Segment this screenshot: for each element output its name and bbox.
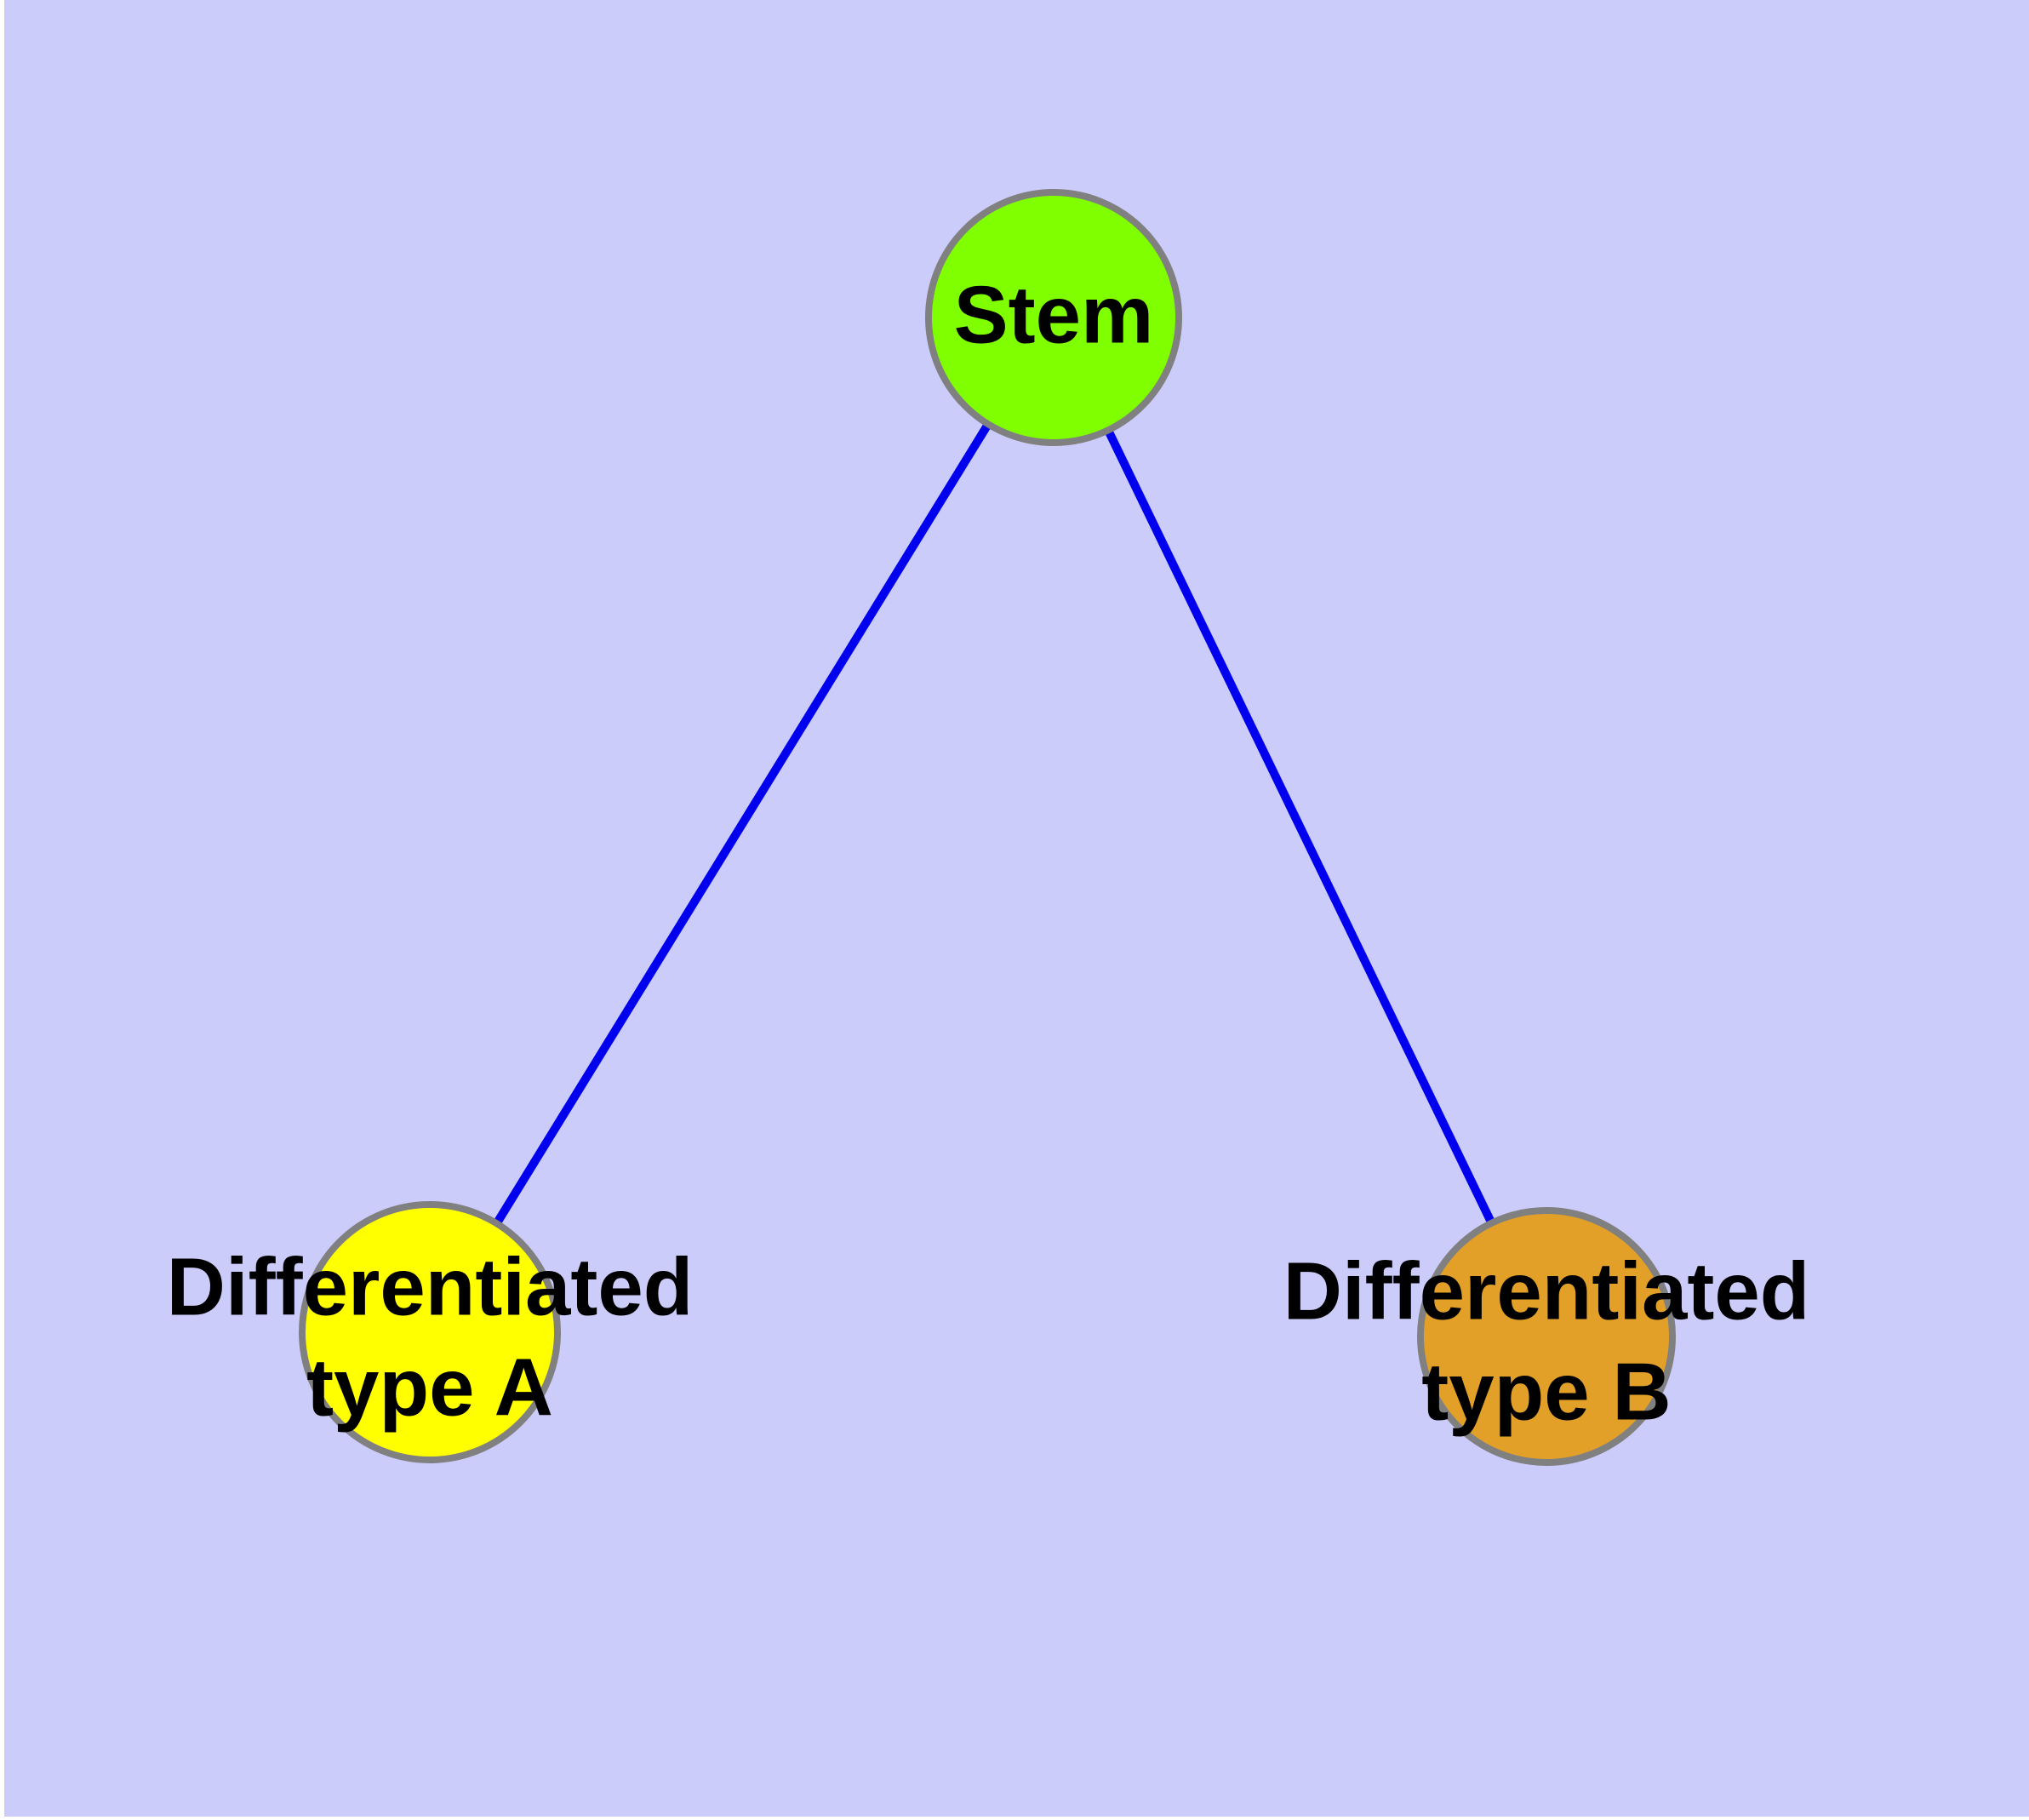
- node-stem-label: Stem: [954, 269, 1154, 360]
- labels-layer: Stem Differentiated type A Differentiate…: [167, 269, 1810, 1437]
- node-stem[interactable]: [925, 189, 1182, 446]
- node-differentiated-type-b[interactable]: [1417, 1207, 1676, 1466]
- node-differentiated-type-a[interactable]: [299, 1201, 561, 1463]
- node-link-diagram: Stem Differentiated type A Differentiate…: [167, 189, 1810, 1466]
- node-differentiated-type-a-label-line2: type A: [306, 1342, 553, 1433]
- edge-stem-to-differentiated-type-b[interactable]: [1049, 315, 1551, 1339]
- node-differentiated-type-b-label-line2: type B: [1421, 1346, 1671, 1437]
- node-differentiated-type-a-circle[interactable]: [299, 1201, 561, 1463]
- node-differentiated-type-b-circle[interactable]: [1417, 1207, 1676, 1466]
- node-differentiated-type-a-label-line1: Differentiated: [167, 1241, 694, 1332]
- diagram-plot-area: Stem Differentiated type A Differentiate…: [4, 0, 2029, 1817]
- edge-stem-to-differentiated-type-a[interactable]: [426, 315, 1058, 1335]
- node-differentiated-type-b-label-line1: Differentiated: [1283, 1245, 1810, 1336]
- node-differentiated-type-a-label: Differentiated type A: [167, 1241, 694, 1433]
- node-stem-circle[interactable]: [925, 189, 1182, 446]
- node-differentiated-type-b-label: Differentiated type B: [1283, 1245, 1810, 1437]
- edges-layer: [426, 315, 1551, 1339]
- nodes-layer: [299, 189, 1676, 1466]
